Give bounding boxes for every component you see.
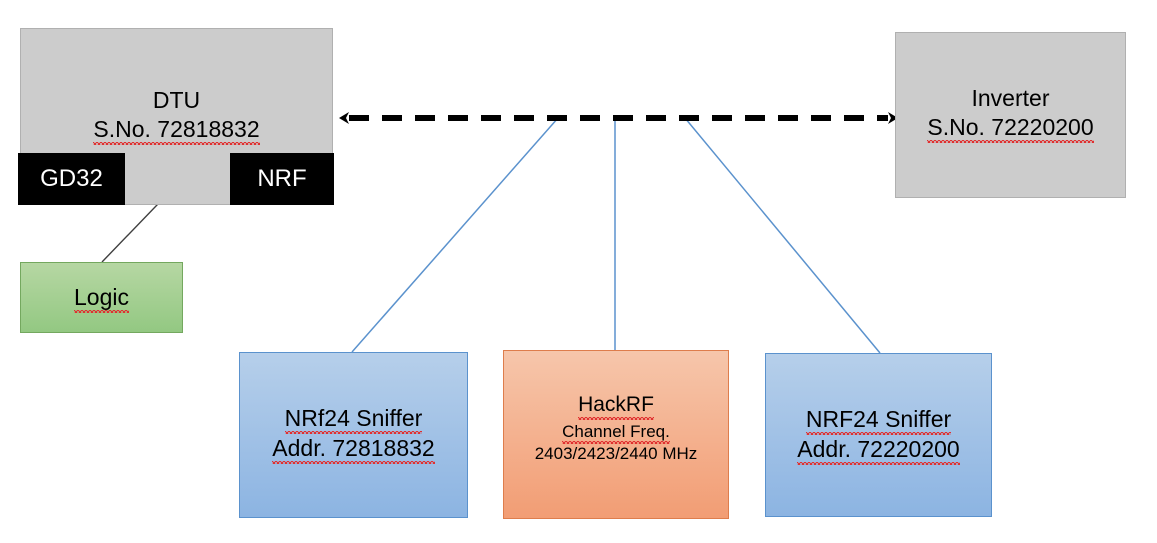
hackrf-label: HackRF: [578, 393, 654, 420]
node-sniffer-right[interactable]: NRF24 Sniffer Addr. 72220200: [765, 353, 992, 517]
node-nrf[interactable]: NRF: [230, 153, 334, 205]
dtu-serial: S.No. 72818832: [93, 116, 260, 146]
hackrf-subtitle: Channel Freq.: [562, 421, 670, 444]
node-sniffer-left[interactable]: NRf24 Sniffer Addr. 72818832: [239, 352, 468, 518]
hackrf-frequencies: 2403/2423/2440 MHz: [534, 443, 698, 463]
node-inverter[interactable]: Inverter S.No. 72220200: [895, 32, 1126, 198]
node-gd32[interactable]: GD32: [18, 153, 125, 205]
sniffer-right-label: NRF24 Sniffer: [805, 406, 952, 436]
inverter-serial: S.No. 72220200: [927, 114, 1094, 144]
node-hackrf[interactable]: HackRF Channel Freq. 2403/2423/2440 MHz: [503, 350, 729, 519]
gd32-label: GD32: [40, 164, 103, 192]
dtu-label: DTU: [152, 87, 201, 113]
nrf-label: NRF: [257, 164, 307, 192]
node-logic[interactable]: Logic: [20, 262, 183, 333]
logic-label: Logic: [74, 283, 129, 314]
sniffer-left-label: NRf24 Sniffer: [284, 405, 423, 435]
wire-rf-link-to-sniffer-right: [684, 117, 881, 354]
wire-rf-link-to-sniffer-left: [351, 117, 559, 353]
sniffer-right-address: Addr. 72220200: [797, 436, 961, 466]
inverter-label: Inverter: [971, 85, 1050, 111]
sniffer-left-address: Addr. 72818832: [272, 435, 436, 465]
